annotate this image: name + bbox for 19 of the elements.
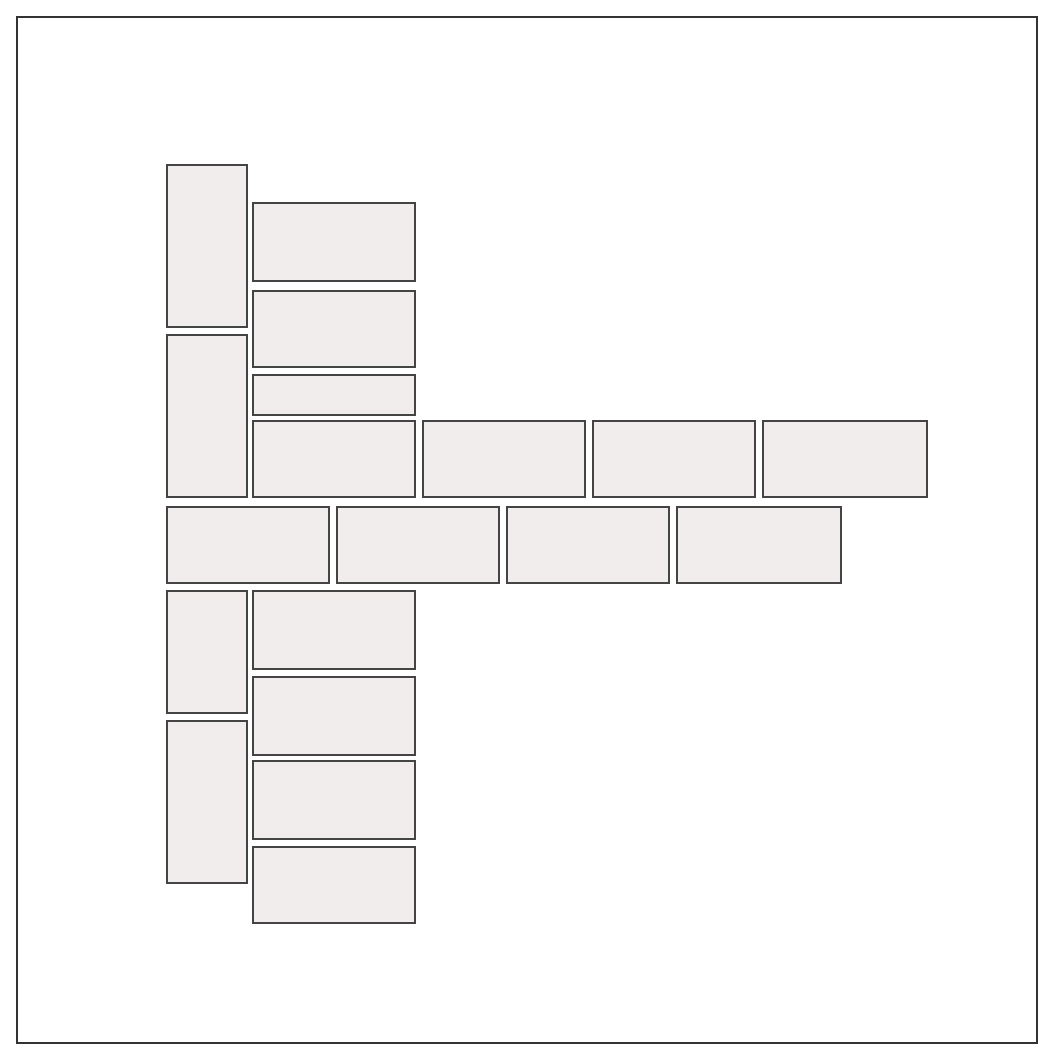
empty-box bbox=[166, 164, 248, 328]
empty-box bbox=[676, 506, 842, 584]
empty-box bbox=[166, 720, 248, 884]
empty-box bbox=[252, 590, 416, 670]
empty-box bbox=[166, 506, 330, 584]
empty-box bbox=[252, 676, 416, 756]
empty-box bbox=[166, 590, 248, 714]
empty-box bbox=[422, 420, 586, 498]
empty-box bbox=[252, 202, 416, 282]
empty-box bbox=[592, 420, 756, 498]
empty-box bbox=[252, 420, 416, 498]
empty-box bbox=[252, 290, 416, 368]
empty-box bbox=[506, 506, 670, 584]
empty-box bbox=[252, 846, 416, 924]
empty-box bbox=[252, 760, 416, 840]
empty-box bbox=[762, 420, 928, 498]
empty-box bbox=[166, 334, 248, 498]
empty-box bbox=[336, 506, 500, 584]
empty-box bbox=[252, 374, 416, 416]
